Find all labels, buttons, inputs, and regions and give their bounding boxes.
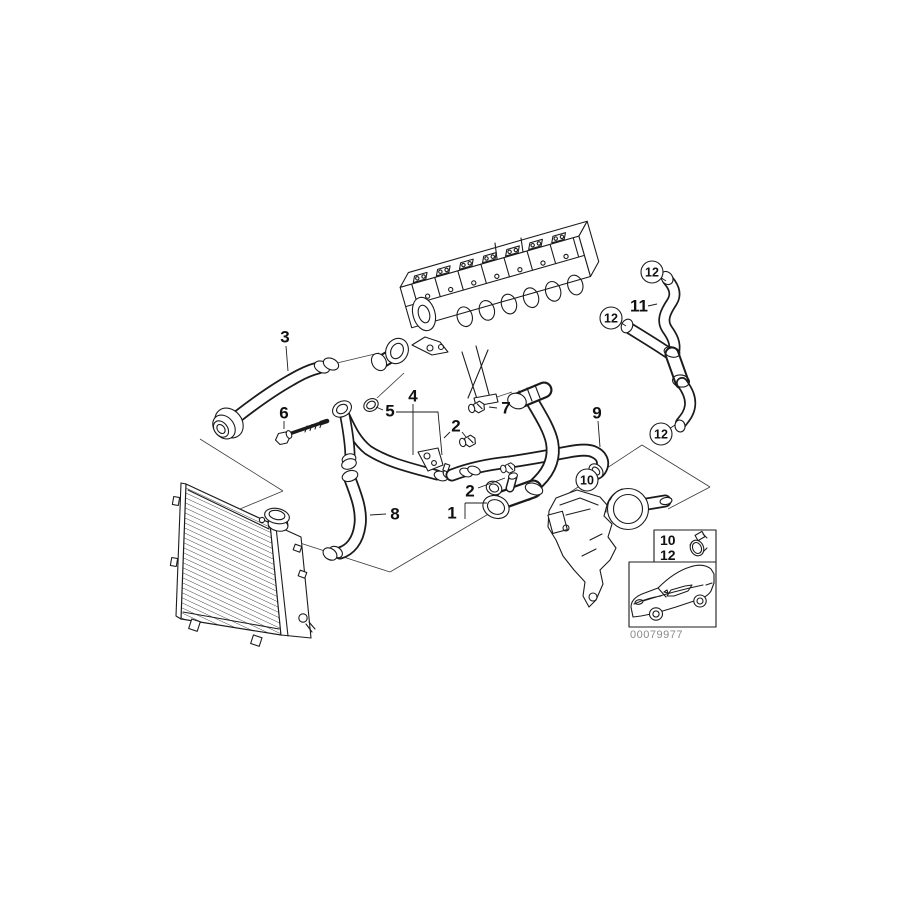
legend-row1: 10 — [660, 532, 676, 548]
engine-water-outlet — [370, 336, 449, 372]
callout-3[interactable]: 3 — [280, 328, 289, 347]
callout-7[interactable]: 7 — [501, 399, 510, 418]
callout-12-top[interactable]: 12 — [640, 260, 664, 284]
circled-callouts: 12 12 12 10 — [575, 260, 673, 492]
callout-5[interactable]: 5 — [385, 402, 394, 421]
o-ring-5 — [363, 398, 379, 412]
car-thumbnail — [628, 561, 717, 628]
callout-12-left[interactable]: 12 — [599, 306, 623, 330]
thermostat-housing — [547, 487, 673, 608]
callouts: 3 6 5 4 7 2 2 1 8 9 11 — [279, 297, 648, 524]
callout-9[interactable]: 9 — [592, 404, 601, 423]
svg-text:12: 12 — [645, 266, 659, 280]
legend-row2: 12 — [660, 547, 676, 563]
callout-8[interactable]: 8 — [390, 505, 399, 524]
bolt-6 — [274, 418, 330, 446]
coolant-pipe-4 — [332, 400, 458, 482]
svg-text:12: 12 — [604, 312, 618, 326]
car-silhouette — [630, 564, 715, 621]
hose-clamp-icon — [689, 530, 708, 557]
callout-2-lower[interactable]: 2 — [465, 482, 474, 501]
hose-3 — [212, 357, 340, 440]
hose-8 — [322, 469, 367, 561]
callout-6[interactable]: 6 — [279, 404, 288, 423]
callout-10[interactable]: 10 — [575, 468, 599, 492]
legend-box: 10 12 — [653, 529, 717, 563]
engine-cylinder-head — [370, 220, 600, 407]
callout-1[interactable]: 1 — [447, 504, 456, 523]
y-hose-11 — [620, 270, 697, 433]
callout-12-bottom[interactable]: 12 — [649, 422, 673, 446]
callout-11[interactable]: 11 — [630, 297, 648, 316]
svg-text:10: 10 — [580, 474, 594, 488]
callout-2-upper[interactable]: 2 — [451, 417, 460, 436]
hose-9 — [445, 443, 610, 482]
radiator-filler-cap — [258, 507, 290, 532]
svg-text:12: 12 — [654, 428, 668, 442]
callout-4[interactable]: 4 — [408, 387, 418, 406]
water-connector-1 — [482, 472, 544, 520]
radiator — [169, 482, 316, 647]
image-number: 00079977 — [630, 629, 683, 641]
